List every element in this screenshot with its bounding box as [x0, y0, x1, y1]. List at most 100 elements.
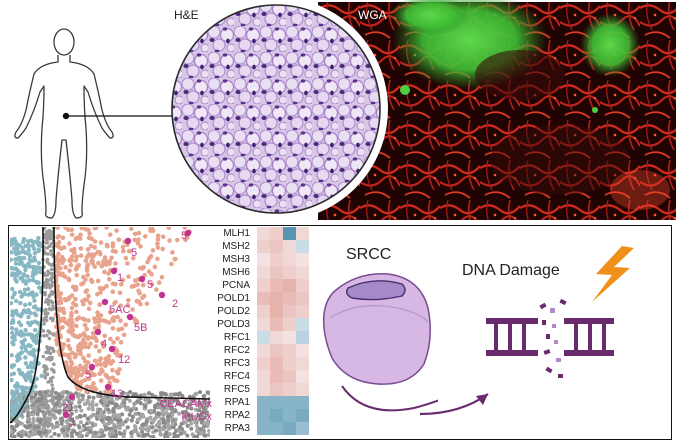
heatmap-cell: [283, 253, 296, 266]
wga-image: [318, 0, 676, 220]
scatter-point-gray: [143, 404, 148, 409]
scatter-point-down: [14, 388, 20, 393]
scatter-point-gray: [202, 407, 207, 412]
scatter-point-up: [94, 362, 100, 367]
scatter-point-down: [21, 272, 27, 277]
scatter-point-up: [87, 231, 92, 236]
scatter-point-gray: [90, 400, 95, 404]
scatter-point-up: [144, 301, 150, 307]
scatter-point-up: [136, 237, 141, 242]
scatter-point-gray: [154, 415, 159, 420]
scatter-point-up: [83, 227, 88, 232]
scatter-point-up: [85, 360, 91, 365]
scatter-point-up: [86, 370, 91, 375]
scatter-point-up: [72, 354, 78, 360]
scatter-point-up: [85, 336, 91, 341]
scatter-point-ns: [48, 285, 52, 290]
scatter-point-down: [10, 313, 15, 318]
scatter-point-up: [76, 367, 82, 373]
scatter-point-down: [26, 314, 31, 320]
scatter-point-up: [113, 261, 118, 266]
heatmap-cell: [270, 279, 283, 292]
gene-label: POLD2: [217, 306, 250, 317]
scatter-point-gray: [185, 405, 190, 410]
scatter-point-down: [10, 396, 16, 402]
scatter-point-up: [90, 372, 95, 377]
scatter-point-ns: [52, 362, 56, 366]
heatmap-cell: [283, 331, 296, 344]
scatter-point-up: [84, 326, 90, 332]
scatter-point-up: [154, 287, 159, 292]
scatter-point-down: [10, 353, 14, 358]
heatmap-cell: [283, 357, 296, 370]
scatter-point-down: [19, 392, 24, 398]
scatter-point-down: [23, 302, 28, 308]
scatter-point-up: [108, 232, 113, 237]
scatter-point-gray: [167, 426, 171, 431]
heatmap-cell: [270, 292, 283, 305]
scatter-point-up: [70, 254, 75, 259]
heatmap-cell: [257, 318, 270, 331]
scatter-point-gray: [29, 395, 34, 400]
scatter-point-up: [102, 333, 108, 339]
scatter-point-up: [76, 263, 81, 268]
scatter-point-up: [78, 253, 84, 258]
scatter-point-up: [101, 259, 106, 264]
scatter-point-gray: [161, 417, 166, 422]
scatter-point-gray: [176, 428, 181, 433]
scatter-point-down: [34, 333, 40, 338]
scatter-point-gray: [181, 403, 186, 408]
scatter-point-down: [21, 255, 27, 261]
scatter-point-up: [69, 232, 75, 238]
scatter-point-gray: [73, 404, 78, 409]
scatter-point-up: [117, 367, 122, 372]
scatter-point-gray: [184, 413, 189, 418]
scatter-point-gray: [65, 395, 69, 400]
scatter-point-up: [90, 252, 95, 257]
scatter-point-up: [95, 249, 100, 255]
scatter-point-down: [34, 279, 39, 285]
scatter-point-gray: [109, 420, 114, 425]
scatter-point-down: [27, 301, 32, 307]
scatter-point-up: [74, 272, 79, 278]
scatter-point-gray: [117, 426, 122, 431]
scatter-point-up: [117, 290, 123, 296]
scatter-point-up: [112, 300, 117, 306]
scatter-point-gray: [74, 391, 79, 396]
scatter-point-gray: [53, 406, 58, 411]
heatmap-cell: [296, 318, 309, 331]
scatter-point-up: [126, 248, 132, 254]
dna-fragments: [539, 298, 567, 378]
highlight-label: 12: [118, 354, 130, 366]
scatter-point-up: [60, 306, 66, 312]
scatter-point-down: [13, 383, 19, 388]
scatter-point-ns: [48, 316, 53, 321]
scatter-point-ns: [46, 302, 51, 307]
heatmap-cell: [296, 253, 309, 266]
scatter-point-ns: [48, 398, 53, 403]
scatter-point-down: [22, 291, 28, 297]
scatter-point-gray: [80, 397, 85, 402]
scatter-point-down: [10, 377, 14, 383]
scatter-point-gray: [161, 427, 166, 432]
scatter-point-gray: [74, 431, 79, 436]
scatter-point-down: [13, 272, 18, 277]
heatmap-cell: [296, 370, 309, 383]
scatter-point-down: [10, 372, 13, 377]
scatter-point-gray: [85, 400, 90, 405]
scatter-point-gray: [171, 421, 175, 426]
scatter-point-up: [101, 344, 106, 349]
lightning-icon: [592, 246, 634, 302]
scatter-point-up: [173, 256, 178, 262]
scatter-point-up: [66, 276, 71, 281]
scatter-point-down: [10, 408, 16, 413]
arrow-curve: [341, 385, 438, 412]
heatmap-cell: [270, 370, 283, 383]
scatter-point-up: [102, 360, 108, 365]
scatter-point-down: [20, 311, 25, 316]
scatter-point-gray: [124, 396, 129, 401]
scatter-point-gray: [183, 409, 188, 414]
scatter-point-ns: [49, 249, 53, 253]
scatter-point-gray: [118, 431, 123, 436]
scatter-point-down: [28, 310, 33, 316]
